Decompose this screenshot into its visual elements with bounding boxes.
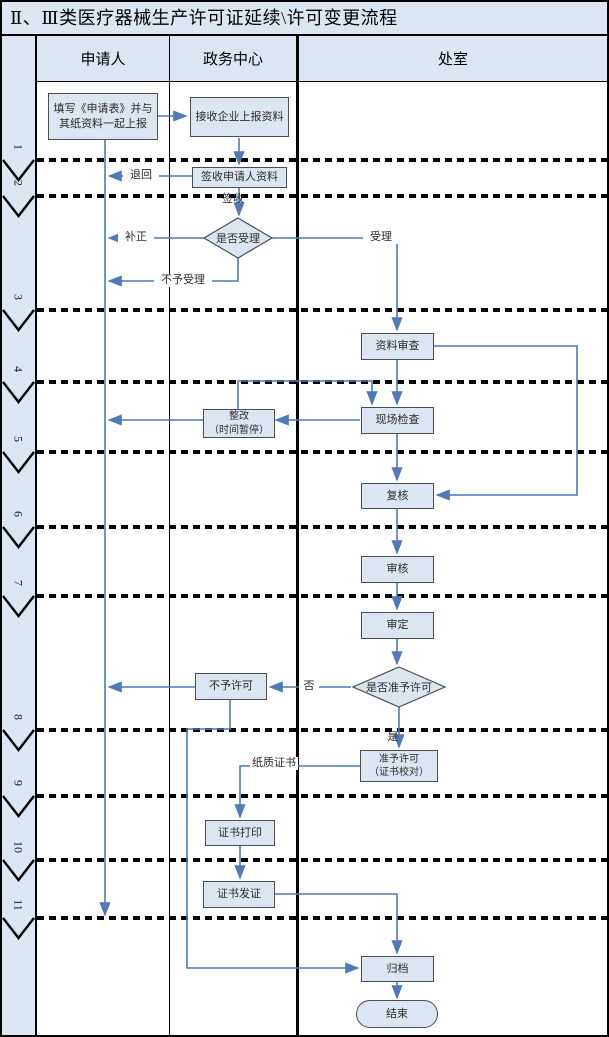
edge-label-supplement: 补正 — [118, 231, 154, 244]
edge-label-paper-cert: 纸质证书 — [250, 757, 298, 770]
edge-grant-to-print — [234, 765, 361, 819]
edge-label-return: 退回 — [123, 169, 159, 182]
step-number-6: 6 — [12, 511, 26, 517]
node-grant-license: 准予许可 （证书校对） — [360, 750, 438, 782]
dashed-separator-11 — [37, 916, 607, 920]
node-archive: 归档 — [361, 956, 434, 982]
column-header-service-center-label: 政务中心 — [202, 52, 263, 68]
step-number-3: 3 — [12, 294, 26, 300]
column-header-applicant: 申请人 — [37, 36, 169, 82]
column-header-department-label: 处室 — [437, 52, 468, 68]
dashed-separator-9 — [37, 794, 607, 798]
node-review: 审核 — [361, 556, 434, 583]
edge-label-reject: 不予受理 — [154, 274, 212, 287]
step-number-9: 9 — [12, 780, 26, 786]
column-header-applicant-label: 申请人 — [80, 52, 126, 68]
divider-applicant-service — [169, 36, 170, 1035]
step-number-1: 1 — [12, 144, 26, 150]
dashed-separator-8 — [37, 728, 607, 732]
edge-label-yes: 是 — [387, 731, 399, 743]
node-recheck: 复核 — [361, 483, 434, 509]
dashed-separator-1 — [37, 158, 607, 162]
edge-label-accept: 受理 — [363, 231, 399, 244]
edge-issue-to-archive — [275, 893, 403, 955]
node-print-cert: 证书打印 — [205, 820, 275, 846]
grant-decision-label: 是否准予许可 — [366, 682, 432, 694]
node-data-review: 资料审查 — [361, 333, 434, 360]
node-site-inspection: 现场检查 — [361, 407, 434, 434]
edge-label-sign: 签收 — [222, 193, 244, 205]
step-number-10: 10 — [12, 841, 26, 853]
node-fill-form: 填写《申请表》并与其纸资料一起上报 — [48, 93, 158, 140]
node-deny-license: 不予许可 — [195, 673, 267, 700]
dashed-separator-5 — [37, 450, 607, 454]
edge-datareview-to-recheck — [434, 345, 578, 501]
node-rectify: 整改 （时间暂停） — [203, 409, 275, 438]
step-number-5: 5 — [12, 436, 26, 442]
step-number-2: 2 — [12, 180, 26, 186]
step-number-11: 11 — [12, 899, 26, 911]
dashed-separator-4 — [37, 380, 607, 384]
edge-accept-to-datareview — [272, 237, 403, 332]
node-issue-cert: 证书发证 — [203, 881, 275, 908]
dashed-separator-3 — [37, 308, 607, 312]
step-number-7: 7 — [12, 580, 26, 586]
node-sign-receive: 签收申请人资料 — [192, 167, 287, 188]
node-receive-materials: 接收企业上报资料 — [190, 97, 289, 137]
dashed-separator-10 — [37, 858, 607, 862]
edge-rectify-to-siteinspection — [237, 380, 378, 409]
node-final-review: 审定 — [361, 612, 434, 639]
dashed-separator-2 — [37, 194, 607, 198]
dashed-separator-6 — [37, 525, 607, 529]
step-number-8: 8 — [12, 714, 26, 720]
divider-service-department — [296, 36, 299, 1035]
edge-label-no: 否 — [299, 680, 319, 693]
flow-edges — [99, 110, 578, 1000]
column-header-service-center: 政务中心 — [170, 36, 296, 82]
dashed-separator-7 — [37, 594, 607, 598]
accept-decision-label: 是否受理 — [216, 233, 260, 245]
node-end: 结束 — [356, 1000, 438, 1028]
column-header-department: 处室 — [299, 36, 607, 82]
page-title: Ⅱ、Ⅲ类医疗器械生产许可证延续\许可变更流程 — [2, 2, 607, 36]
step-number-4: 4 — [12, 366, 26, 372]
